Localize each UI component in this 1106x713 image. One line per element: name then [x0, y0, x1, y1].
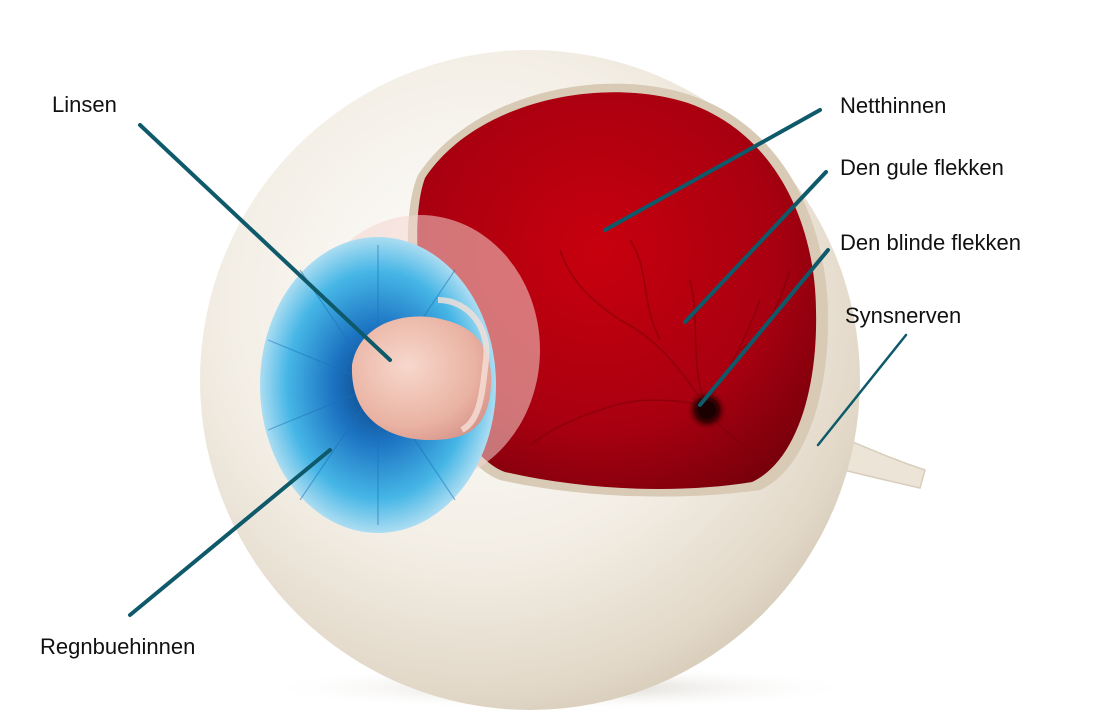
label-blind-spot: Den blinde flekken [840, 230, 1021, 255]
label-iris: Regnbuehinnen [40, 634, 195, 659]
label-optic-nerve: Synsnerven [845, 303, 961, 328]
label-retina: Netthinnen [840, 93, 946, 118]
label-lens: Linsen [52, 92, 117, 117]
label-macula: Den gule flekken [840, 155, 1004, 180]
